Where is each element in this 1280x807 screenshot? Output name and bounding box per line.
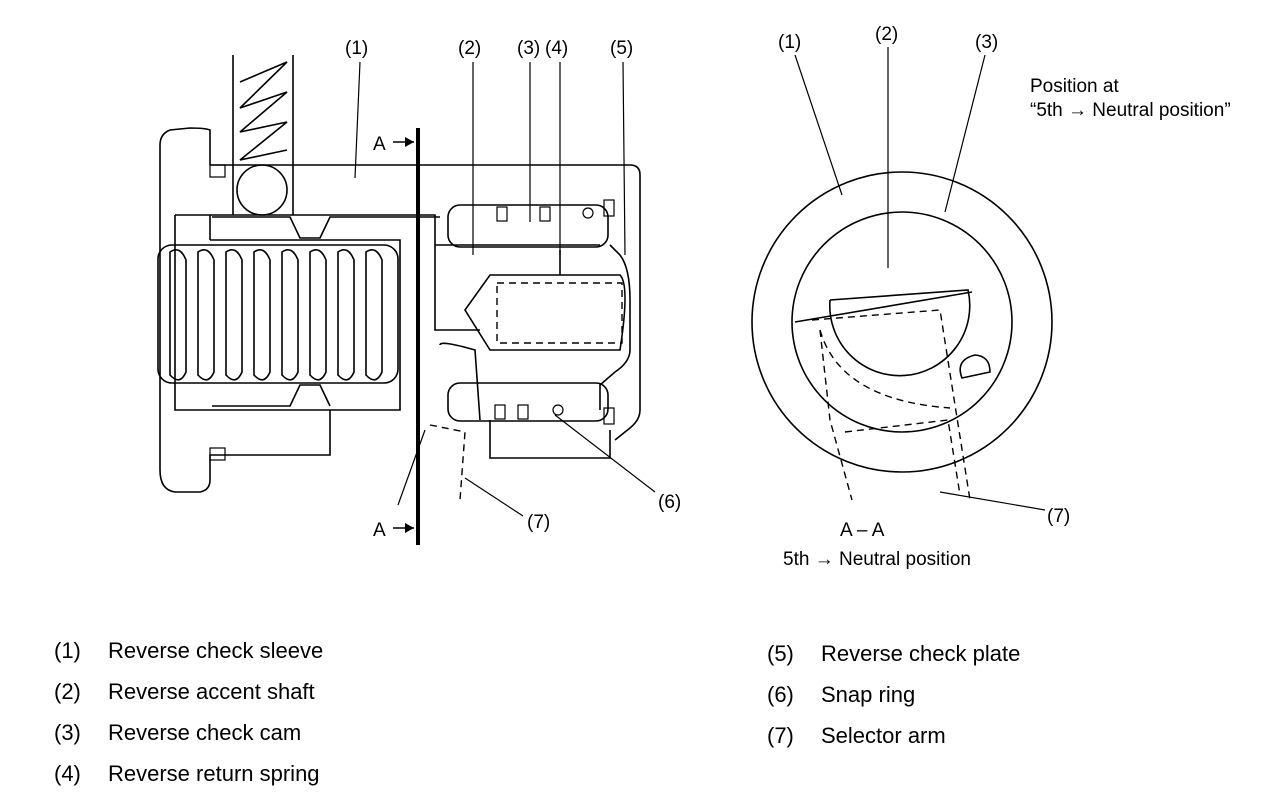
position-note-line2: “5th → Neutral position” [1030, 100, 1231, 121]
legend-label: Reverse check plate [821, 641, 1021, 666]
section-title: A – A [840, 520, 885, 541]
legend-label: Selector arm [821, 723, 946, 748]
selector-arm-dashed [811, 309, 971, 501]
housing-outline [159, 127, 641, 493]
left-leaders [354, 61, 656, 517]
left-callout-5: (5) [610, 38, 633, 59]
legend-num: (2) [54, 679, 81, 704]
left-callout-6: (6) [658, 492, 681, 513]
legend-left: (1) Reverse check sleeve (2) Reverse acc… [54, 638, 434, 798]
right-callout-3: (3) [975, 32, 998, 53]
reverse-check-plate [599, 244, 631, 410]
cross-section-view: (1) (2) (3) (4) (5) (6) (7) A A [157, 38, 681, 545]
section-subtitle: 5th → Neutral position [783, 549, 971, 570]
detent-spring [232, 55, 294, 215]
section-line [393, 128, 420, 545]
cam-notch [959, 354, 991, 379]
housing-notch-top [209, 164, 226, 178]
legend-label: Reverse check sleeve [108, 638, 324, 663]
position-note-line1: Position at [1030, 76, 1119, 97]
right-callout-2: (2) [875, 24, 898, 45]
legend-num: (5) [767, 641, 794, 666]
accent-shaft-circle [828, 289, 971, 377]
right-leader-7 [939, 491, 1046, 511]
right-leader-3 [944, 54, 986, 213]
outer-circle [751, 171, 1053, 473]
legend-num: (7) [767, 723, 794, 748]
left-callout-3: (3) [517, 38, 540, 59]
right-leader-1 [794, 54, 843, 196]
legend-num: (3) [54, 720, 81, 745]
legend-label: Reverse check cam [108, 720, 302, 745]
reverse-check-cam-lower [439, 342, 615, 459]
legend-num: (4) [54, 761, 81, 786]
right-callout-7: (7) [1047, 506, 1070, 527]
legend-num: (1) [54, 638, 81, 663]
left-callout-2: (2) [458, 38, 481, 59]
legend-label: Reverse accent shaft [108, 679, 315, 704]
section-marker-top: A [373, 134, 386, 155]
middle-circle [791, 211, 1013, 433]
section-aa-view: (1) (2) (3) (7) Position at “5th → Neutr… [751, 24, 1231, 570]
right-callout-1: (1) [778, 32, 801, 53]
detent-ball [236, 164, 288, 216]
left-callout-4: (4) [545, 38, 568, 59]
reverse-check-cam-upper [447, 199, 615, 248]
left-callout-7: (7) [527, 512, 550, 533]
left-callout-1: (1) [345, 38, 368, 59]
legend-num: (6) [767, 682, 794, 707]
selector-arm-hint [429, 424, 466, 501]
reverse-check-sleeve [174, 214, 480, 411]
coil-spring [157, 244, 399, 384]
legend-label: Reverse return spring [108, 761, 320, 786]
housing-notch-bottom [209, 447, 226, 461]
legend-right: (5) Reverse check plate (6) Snap ring (7… [767, 641, 1147, 761]
legend-label: Snap ring [821, 682, 916, 707]
reverse-accent-shaft [464, 250, 626, 351]
section-marker-bottom: A [373, 520, 386, 541]
